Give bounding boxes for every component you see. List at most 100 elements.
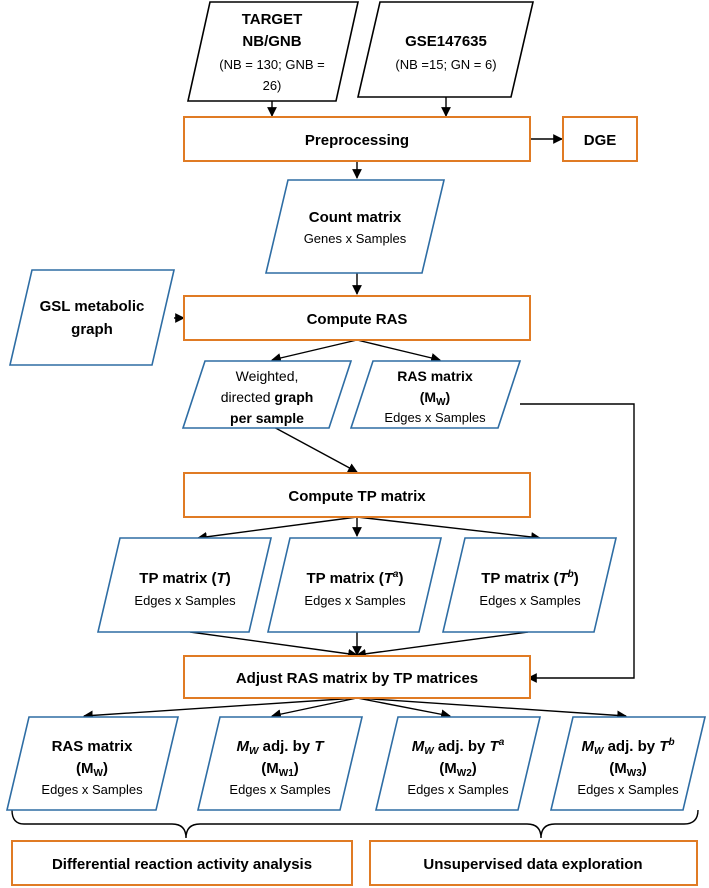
weighted-line3: per sample bbox=[230, 410, 304, 426]
process-preprocessing: Preprocessing bbox=[183, 116, 531, 162]
count-title: Count matrix bbox=[309, 209, 402, 226]
out3-adj: adj. by bbox=[434, 738, 490, 755]
data-tp-matrix-T: TP matrix (T) Edges x Samples bbox=[96, 537, 273, 633]
arrow-tp-to-Tb bbox=[356, 516, 541, 542]
out2-sub: W1 bbox=[279, 768, 294, 779]
tp-Tb-label: TP matrix ( bbox=[481, 570, 558, 587]
compute-ras-label: Compute RAS bbox=[307, 311, 408, 328]
out4-symbol: (MW3) bbox=[609, 760, 647, 779]
grouping-bracket bbox=[11, 809, 699, 839]
out3-msub: W bbox=[424, 746, 435, 757]
out1-open: (M bbox=[76, 760, 94, 777]
out2-subtitle: Edges x Samples bbox=[229, 782, 331, 797]
out4-t: T bbox=[659, 738, 670, 755]
out3-subtitle: Edges x Samples bbox=[407, 782, 509, 797]
output-ras-matrix: RAS matrix (MW) Edges x Samples bbox=[5, 716, 180, 811]
preprocessing-label: Preprocessing bbox=[305, 132, 409, 149]
weighted-graph-bold: graph bbox=[274, 389, 313, 405]
arrow-adjust-to-out2 bbox=[271, 697, 358, 719]
gse-line1: GSE147635 bbox=[405, 33, 487, 50]
ras-mid-title: RAS matrix bbox=[397, 368, 473, 384]
tp-Ta-subtitle: Edges x Samples bbox=[304, 593, 406, 608]
tp-Tb-subtitle: Edges x Samples bbox=[479, 593, 581, 608]
out2-close: ) bbox=[294, 760, 299, 777]
arrow-ras-to-rasmatrix bbox=[356, 339, 441, 363]
tp-T-close: ) bbox=[226, 570, 231, 587]
out2-title: MW adj. by T bbox=[237, 738, 326, 757]
target-line1: TARGET bbox=[242, 11, 303, 28]
out3-t: T bbox=[490, 738, 501, 755]
target-line2: NB/GNB bbox=[242, 33, 301, 50]
tp-Ta-label: TP matrix ( bbox=[307, 570, 384, 587]
input-gse: GSE147635 (NB =15; GN = 6) bbox=[356, 1, 535, 98]
out1-sub: W bbox=[94, 768, 104, 779]
tp-Tb-sym: T bbox=[558, 570, 569, 587]
tp-T-title: TP matrix (T) bbox=[139, 570, 230, 587]
arrow-adjust-to-out3 bbox=[356, 697, 451, 720]
ras-mid-close: ) bbox=[446, 389, 451, 405]
out3-title: MW adj. by Ta bbox=[412, 737, 505, 757]
output-mw-adj-T: MW adj. by T (MW1) Edges x Samples bbox=[196, 716, 364, 811]
out4-tsup: b bbox=[668, 737, 674, 748]
out3-m: M bbox=[412, 738, 425, 755]
arrow-Tb-to-adjust bbox=[356, 631, 529, 659]
weighted-line2: directed graph bbox=[221, 389, 314, 405]
adjust-ras-label: Adjust RAS matrix by TP matrices bbox=[236, 670, 478, 687]
compute-tp-label: Compute TP matrix bbox=[288, 488, 426, 505]
data-ras-matrix-mid: RAS matrix (MW) Edges x Samples bbox=[349, 360, 522, 429]
differential-label: Differential reaction activity analysis bbox=[52, 856, 312, 873]
out3-close: ) bbox=[472, 760, 477, 777]
out2-open: (M bbox=[261, 760, 279, 777]
out3-sub: W2 bbox=[457, 768, 472, 779]
out3-open: (M bbox=[439, 760, 457, 777]
out3-symbol: (MW2) bbox=[439, 760, 477, 779]
data-tp-matrix-Ta: TP matrix (Ta) Edges x Samples bbox=[266, 537, 443, 633]
tp-T-sym: T bbox=[217, 570, 228, 587]
unsupervised-label: Unsupervised data exploration bbox=[423, 856, 642, 873]
data-weighted-graph: Weighted, directed graph per sample bbox=[181, 360, 353, 429]
out2-adj: adj. by bbox=[258, 738, 314, 755]
out1-close: ) bbox=[103, 760, 108, 777]
process-differential-analysis: Differential reaction activity analysis bbox=[11, 840, 353, 886]
connectors bbox=[11, 97, 699, 839]
tp-Tb-close: ) bbox=[574, 570, 579, 587]
count-subtitle: Genes x Samples bbox=[304, 231, 407, 246]
out2-symbol: (MW1) bbox=[261, 760, 299, 779]
gsl-line1: GSL metabolic bbox=[40, 298, 145, 315]
process-adjust-ras: Adjust RAS matrix by TP matrices bbox=[183, 655, 531, 699]
arrow-T-to-adjust bbox=[189, 631, 358, 659]
out4-title: MW adj. by Tb bbox=[581, 737, 674, 757]
arrow-rasmatrix-to-adjust bbox=[520, 403, 635, 683]
target-line4: 26) bbox=[263, 78, 282, 93]
arrow-tp-to-T bbox=[197, 516, 358, 542]
out2-m: M bbox=[237, 738, 250, 755]
target-line3: (NB = 130; GNB = bbox=[219, 57, 325, 72]
out4-m: M bbox=[581, 738, 594, 755]
data-gsl-graph: GSL metabolic graph bbox=[8, 269, 176, 366]
out1-subtitle: Edges x Samples bbox=[41, 782, 143, 797]
out4-adj: adj. by bbox=[603, 738, 659, 755]
arrow-ras-to-weighted bbox=[271, 339, 358, 363]
output-mw-adj-Tb: MW adj. by Tb (MW3) Edges x Samples bbox=[549, 716, 707, 811]
out2-msub: W bbox=[249, 746, 260, 757]
process-compute-tp: Compute TP matrix bbox=[183, 472, 531, 518]
gsl-line2: graph bbox=[71, 321, 113, 338]
dge-label: DGE bbox=[584, 132, 617, 149]
data-count-matrix: Count matrix Genes x Samples bbox=[264, 179, 446, 274]
out2-t: T bbox=[314, 738, 325, 755]
weighted-directed: directed bbox=[221, 389, 271, 405]
ras-mid-sub: W bbox=[436, 397, 446, 408]
ras-mid-symbol: (MW) bbox=[420, 389, 450, 408]
weighted-line1: Weighted, bbox=[236, 368, 299, 384]
out4-msub: W bbox=[594, 746, 605, 757]
tp-Ta-sup: a bbox=[393, 569, 399, 580]
arrow-adjust-to-out1 bbox=[83, 697, 358, 721]
data-tp-matrix-Tb: TP matrix (Tb) Edges x Samples bbox=[441, 537, 618, 633]
out4-subtitle: Edges x Samples bbox=[577, 782, 679, 797]
tp-T-label: TP matrix ( bbox=[139, 570, 216, 587]
arrow-adjust-to-out4 bbox=[356, 697, 627, 721]
out1-symbol: (MW) bbox=[76, 760, 108, 779]
tp-Ta-close: ) bbox=[398, 570, 403, 587]
process-compute-ras: Compute RAS bbox=[183, 295, 531, 341]
